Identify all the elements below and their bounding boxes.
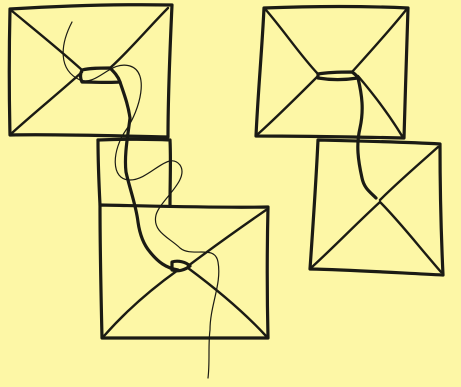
square-middle-left-outline <box>98 139 170 205</box>
square-bottom-left-diag-1 <box>188 210 266 266</box>
square-middle-left <box>98 139 170 205</box>
square-top-right <box>256 7 408 199</box>
square-bottom-right-diag-2 <box>312 202 380 267</box>
square-bottom-left-diag-3 <box>188 268 266 336</box>
square-top-left-outline <box>9 5 172 137</box>
square-top-right-diag-4 <box>358 76 402 136</box>
square-top-left-diag-1 <box>12 11 82 70</box>
square-bottom-left <box>100 205 268 338</box>
square-top-left-diag-3 <box>12 72 82 133</box>
square-bottom-left-diag-2 <box>104 270 178 336</box>
square-top-right-diag-1 <box>266 10 318 74</box>
square-top-left-diag-2 <box>110 8 168 68</box>
square-top-right-diag-3 <box>258 76 318 134</box>
square-middle-left-side <box>98 140 100 205</box>
square-bottom-right-diag-1 <box>380 147 438 200</box>
square-top-left <box>9 5 178 270</box>
left-cluster <box>9 5 268 378</box>
square-top-right-diag-2 <box>352 10 406 72</box>
square-bottom-right <box>310 140 443 275</box>
thin-squiggle-line <box>63 22 219 378</box>
square-top-right-node <box>318 72 358 80</box>
square-bottom-right-diag-3 <box>380 202 441 272</box>
right-cluster <box>256 7 443 276</box>
